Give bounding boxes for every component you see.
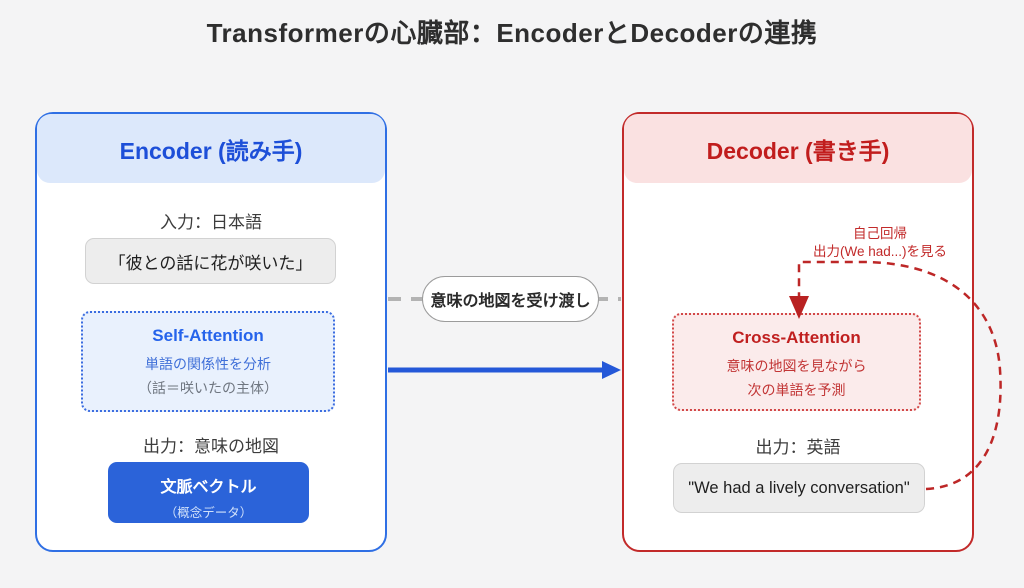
context-vector-title: 文脈ベクトル (160, 479, 257, 496)
encoder-input-label: 入力：日本語 (160, 213, 262, 232)
encoder-panel-header: Encoder (読み手) (37, 114, 385, 183)
handoff-pill: 意味の地図を受け渡し (422, 276, 599, 322)
decoder-title: Decoder (書き手) (706, 137, 890, 164)
cross-attention-box: Cross-Attention 意味の地図を見ながら 次の単語を予測 (672, 313, 921, 411)
decoder-output-label: 出力：英語 (755, 438, 841, 457)
page-title: Transformerの心臓部：EncoderとDecoderの連携 (206, 18, 818, 48)
autoregressive-annotation: 自己回帰 出力(We had...)を見る (775, 225, 985, 261)
self-attention-box: Self-Attention 単語の関係性を分析 （話＝咲いたの主体） (81, 311, 335, 412)
self-attention-title: Self-Attention (152, 326, 264, 345)
context-vector-subtitle: （概念データ） (164, 506, 253, 520)
encoder-input-sentence: 「彼との話に花が咲いた」 (85, 238, 336, 284)
context-vector-box: 文脈ベクトル （概念データ） (108, 462, 309, 523)
cross-attention-title: Cross-Attention (732, 328, 861, 347)
autoregressive-annotation-line1: 自己回帰 (853, 226, 907, 241)
autoregressive-annotation-line2: 出力(We had...)を見る (812, 244, 948, 260)
decoder-panel-header: Decoder (書き手) (624, 114, 972, 183)
cross-attention-line2: 次の単語を予測 (747, 382, 846, 398)
decoder-output-sentence: "We had a lively conversation" (673, 463, 925, 513)
encoder-to-decoder-arrowhead (602, 361, 621, 379)
encoder-output-label: 出力：意味の地図 (143, 437, 279, 456)
cross-attention-line1: 意味の地図を見ながら (726, 358, 867, 374)
self-attention-line1: 単語の関係性を分析 (145, 356, 271, 372)
self-attention-line2: （話＝咲いたの主体） (138, 380, 278, 396)
handoff-pill-label: 意味の地図を受け渡し (430, 293, 591, 310)
encoder-title: Encoder (読み手) (119, 137, 303, 164)
